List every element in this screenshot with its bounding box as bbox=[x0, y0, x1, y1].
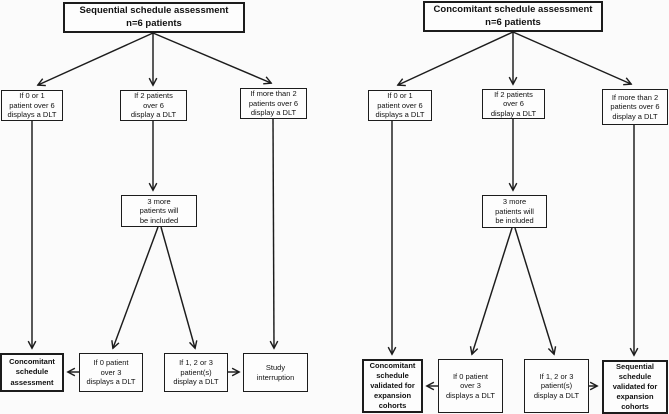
box-sequential-validated-expansion: Sequential schedule validated for expans… bbox=[602, 360, 668, 414]
arrow-right-root-to-if-0-or-1 bbox=[398, 31, 514, 85]
box-right-if-1-2-3-dlt: If 1, 2 or 3 patient(s) display a DLT bbox=[524, 359, 589, 413]
arrow-right-3-more-to-if-1-2-3 bbox=[514, 227, 554, 354]
arrow-left-3-more-to-if-1-2-3 bbox=[160, 226, 195, 348]
box-left-if-2-dlt: If 2 patients over 6 display a DLT bbox=[120, 90, 187, 121]
box-concomitant-assessment-root: Concomitant schedule assessment n=6 pati… bbox=[423, 1, 603, 32]
box-left-3-more-patients: 3 more patients will be included bbox=[121, 195, 197, 227]
box-left-if-1-2-3-dlt: If 1, 2 or 3 patient(s) display a DLT bbox=[164, 353, 228, 392]
box-right-if-0-over-3-dlt: If 0 patient over 3 displays a DLT bbox=[438, 359, 503, 413]
arrow-left-3-more-to-if-0-over-3 bbox=[113, 226, 159, 348]
box-study-interruption: Study interruption bbox=[243, 353, 308, 392]
box-right-if-2-dlt: If 2 patients over 6 display a DLT bbox=[482, 89, 545, 119]
box-left-if-0-or-1-dlt: If 0 or 1 patient over 6 displays a DLT bbox=[1, 90, 63, 121]
box-concomitant-validated-expansion: Concomitant schedule validated for expan… bbox=[362, 359, 423, 413]
box-right-3-more-patients: 3 more patients will be included bbox=[482, 195, 547, 228]
box-sequential-assessment-root: Sequential schedule assessment n=6 patie… bbox=[63, 2, 245, 33]
box-right-if-0-or-1-dlt: If 0 or 1 patient over 6 displays a DLT bbox=[368, 90, 432, 121]
arrow-left-root-to-if-more-than-2 bbox=[152, 32, 271, 83]
arrow-right-root-to-if-more-than-2 bbox=[512, 31, 631, 84]
arrow-left-root-to-if-0-or-1 bbox=[38, 32, 154, 85]
arrow-right-3-more-to-if-0-over-3 bbox=[472, 227, 513, 354]
box-right-if-more-than-2-dlt: If more than 2 patients over 6 display a… bbox=[602, 89, 668, 125]
box-concomitant-schedule-assessment: Concomitant schedule assessment bbox=[0, 353, 64, 392]
box-left-if-0-over-3-dlt: If 0 patient over 3 displays a DLT bbox=[79, 353, 143, 392]
arrow-left-if-more-than-2-to-interruption bbox=[273, 118, 274, 348]
box-left-if-more-than-2-dlt: If more than 2 patients over 6 display a… bbox=[240, 88, 307, 119]
